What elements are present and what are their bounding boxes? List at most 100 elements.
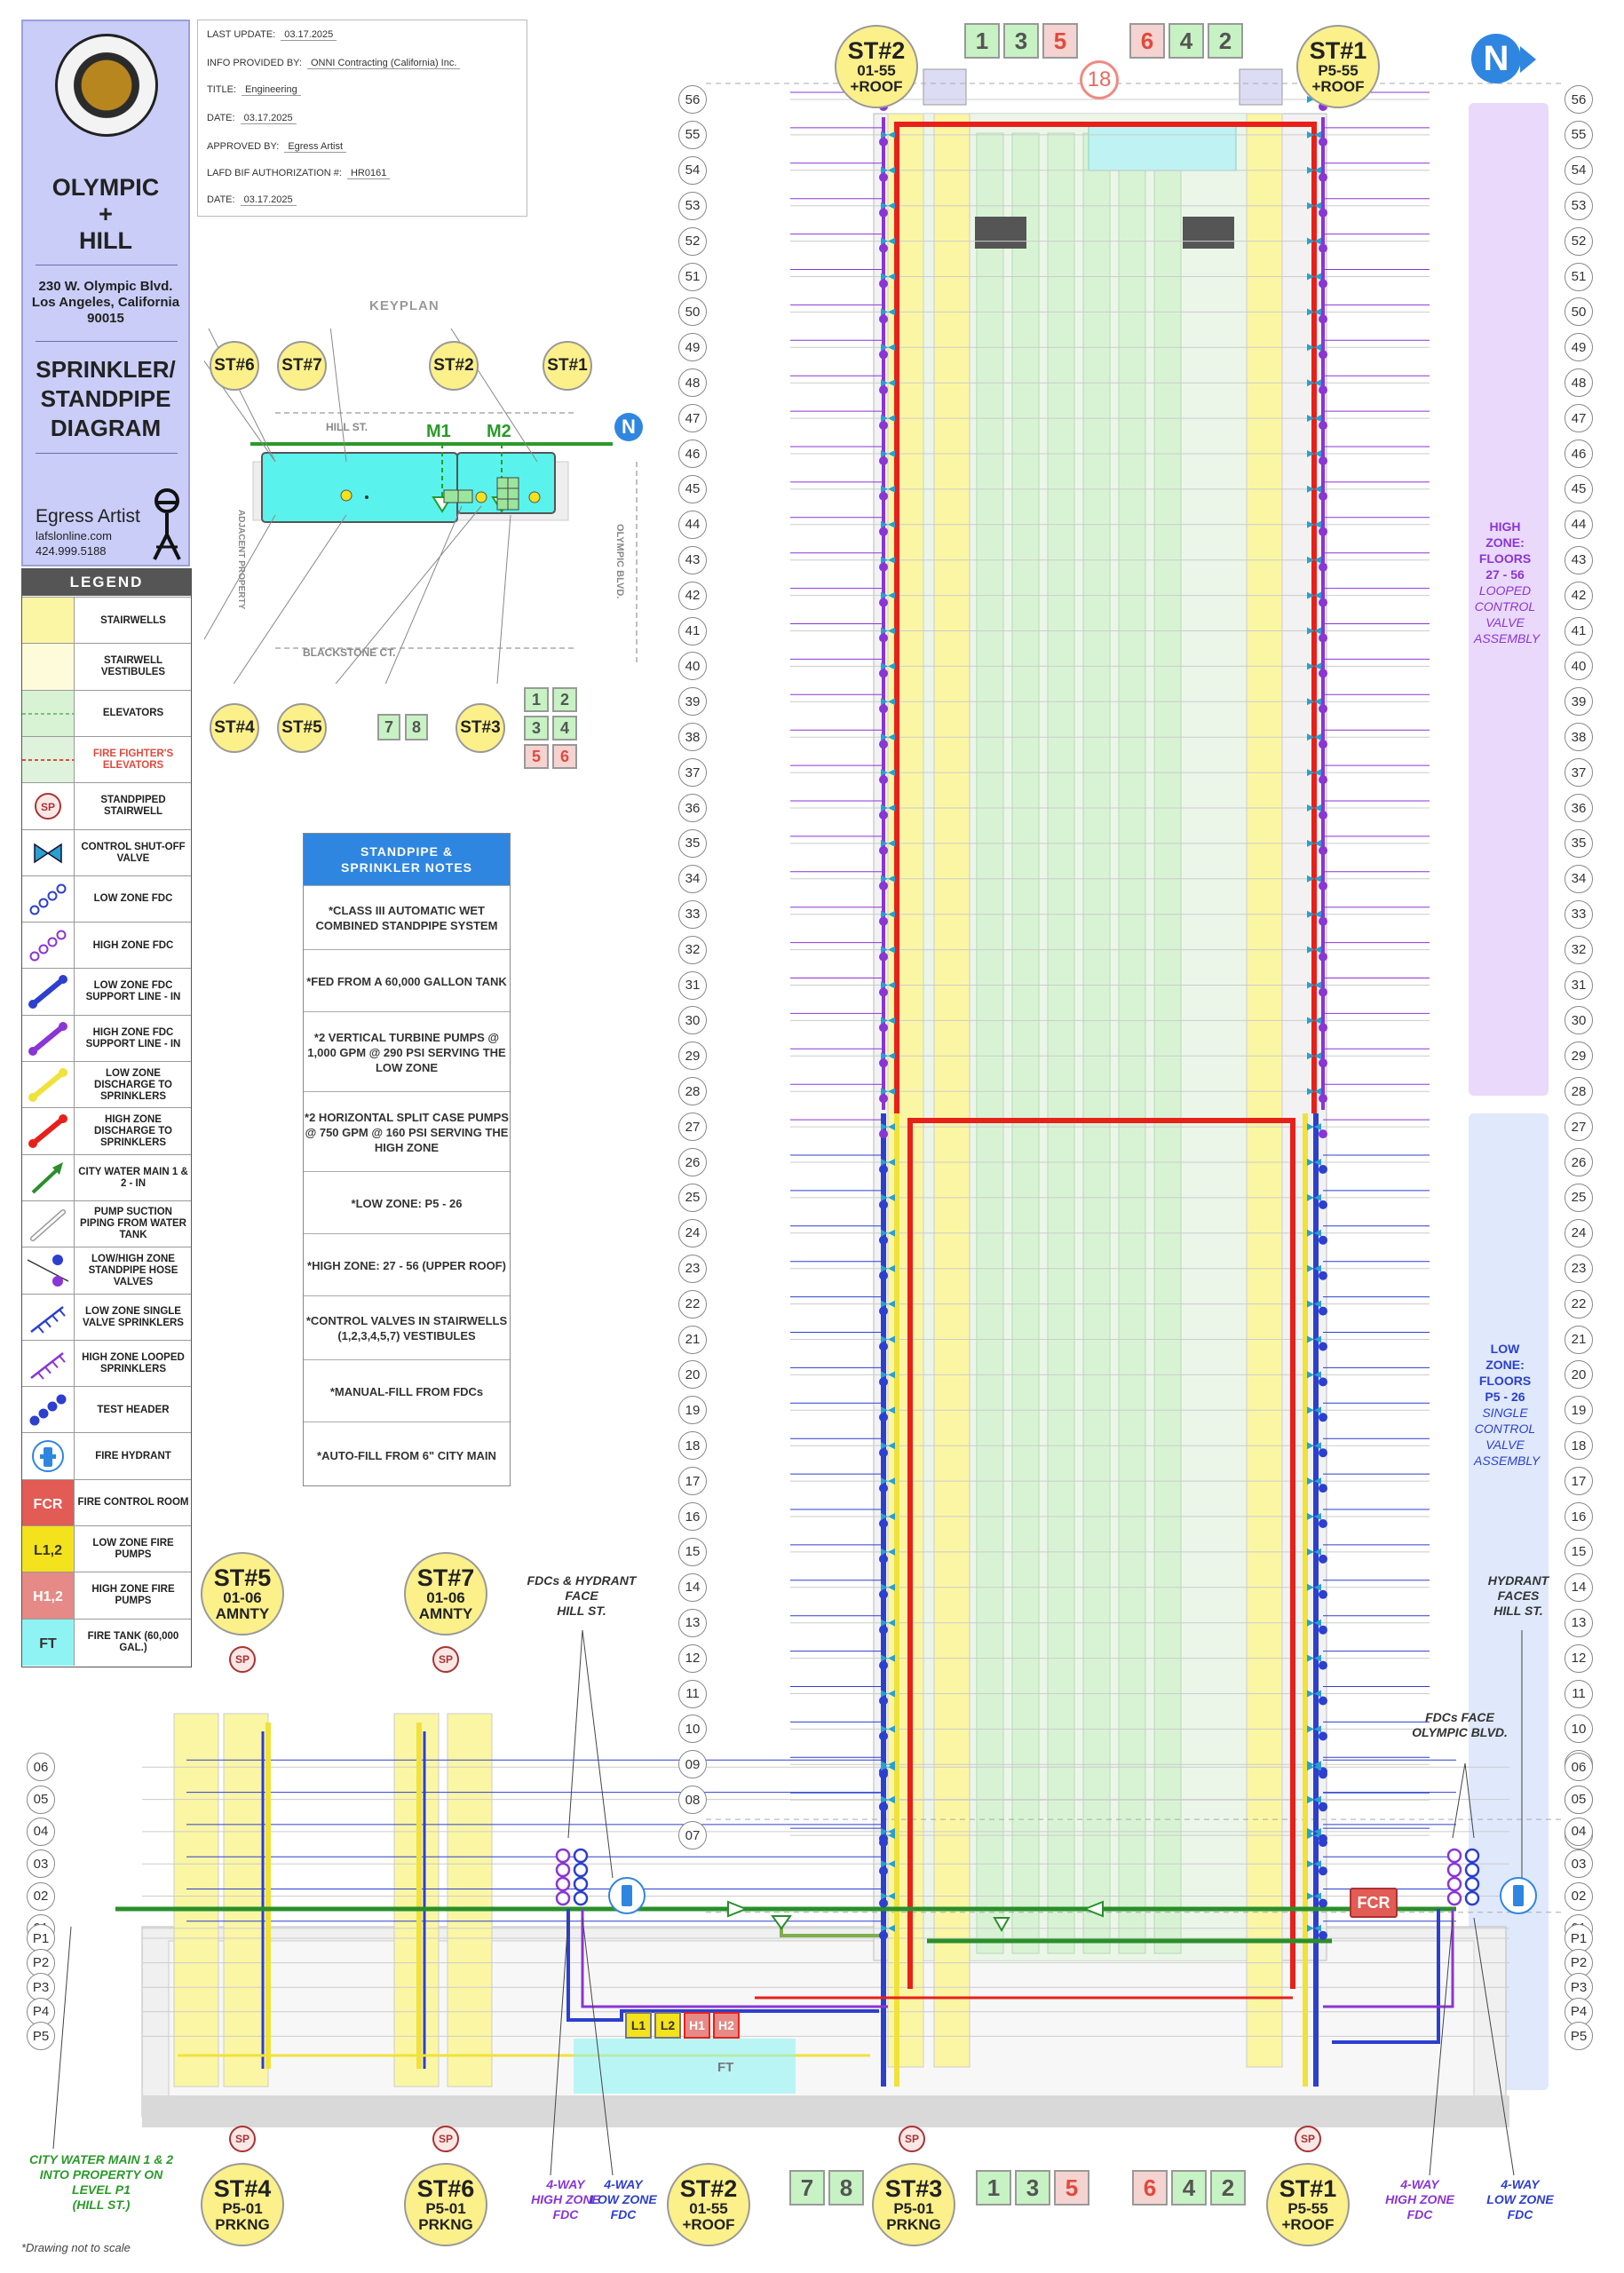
leader-line: [582, 1917, 614, 2176]
control-valve-icon: [1307, 981, 1314, 989]
level-badge-right: P2: [1565, 1948, 1593, 1977]
level-badge-left: 27: [678, 1113, 707, 1142]
standpiped-stair-icon: SP: [1295, 2126, 1321, 2152]
legend-item: LOW ZONE SINGLE VALVE SPRINKLERS: [22, 1293, 191, 1341]
high-support-line-icon: [22, 1015, 75, 1062]
zone-line: ZONE:: [1485, 535, 1525, 550]
stair-name: ST#5: [213, 1564, 272, 1591]
control-valve-icon: [1314, 875, 1321, 883]
control-valve-icon: [881, 1017, 888, 1025]
sprinkler-head-icon: [44, 1319, 51, 1327]
control-valve-icon: [888, 1052, 895, 1060]
callout-line: FDC: [1406, 2207, 1433, 2222]
level-badge-right: 11: [1565, 1679, 1593, 1708]
level-badge-right: 50: [1565, 297, 1593, 327]
tank-icon: FT: [22, 1619, 74, 1666]
control-valve-icon: [881, 1229, 888, 1237]
control-valve-icon: [881, 202, 888, 210]
egress-artist-logo-icon: [153, 488, 181, 560]
zone-line: ASSEMBLY: [1474, 1453, 1541, 1468]
note-item: *LOW ZONE: P5 - 26: [304, 1171, 510, 1234]
legend-item: TEST HEADER: [22, 1386, 191, 1434]
control-valve-icon: [888, 1690, 895, 1698]
callout-line: FACE: [565, 1588, 598, 1603]
high-fdc-icon: [29, 930, 67, 962]
level-badge-left: 22: [678, 1289, 707, 1319]
notes-title-line: STANDPIPE &: [360, 844, 454, 859]
level-badge-right: 39: [1565, 687, 1593, 717]
legend-title: LEGEND: [22, 569, 191, 596]
legend-item: HIGH ZONE FDC: [22, 922, 191, 970]
control-valve-icon: [881, 520, 888, 528]
level-badge-right: 03: [1565, 1849, 1593, 1879]
control-valve-icon: [1314, 627, 1321, 635]
level-badge-right: 32: [1565, 935, 1593, 964]
legend-label: HIGH ZONE LOOPED SPRINKLERS: [82, 1351, 185, 1374]
control-valve-icon: [1307, 839, 1314, 847]
legend-label: LOW ZONE FDC SUPPORT LINE - IN: [85, 980, 181, 1003]
level-badge-right: 47: [1565, 404, 1593, 433]
level-badge-left: 02: [27, 1881, 55, 1911]
fdc-outlet-icon: [555, 1890, 571, 1906]
control-valve-icon: [888, 1442, 895, 1450]
high-zone-fdc-line-olympic: [1323, 1909, 1454, 2008]
callout-line: HILL ST.: [557, 1604, 606, 1618]
level-badge-right: 04: [1565, 1817, 1593, 1846]
standpiped-stair-icon: SP: [229, 2126, 256, 2152]
legend-item: LOW/HIGH ZONE STANDPIPE HOSE VALVES: [22, 1247, 191, 1295]
control-valve-icon: [881, 308, 888, 316]
control-valve-icon: [888, 875, 895, 883]
stair-extra: PRKNG: [215, 2215, 270, 2233]
hose-valve-icon: [879, 916, 888, 926]
control-valve-icon: [888, 166, 895, 174]
control-valve-icon: [881, 379, 888, 387]
stair-floors: P5-55: [1318, 61, 1359, 79]
foundation: [142, 2095, 1509, 2127]
suction-pipe-icon: [22, 1200, 75, 1247]
main2-label: M2: [487, 422, 511, 441]
control-valve-icon: [1307, 520, 1314, 528]
sp-icon: SP: [35, 793, 61, 820]
keyplan-stair-st2: ST#2: [429, 341, 479, 391]
fdc-outlet-icon: [555, 1848, 571, 1864]
control-valve-icon: [888, 804, 895, 812]
divider: [36, 341, 178, 342]
control-valve-icon: [881, 946, 888, 954]
control-valve-icon: [881, 875, 888, 883]
hose-valve-icon: [879, 1306, 888, 1316]
control-valve-icon: [1307, 591, 1314, 599]
address-line: Los Angeles, California: [31, 295, 180, 310]
control-valve-icon: [1314, 804, 1321, 812]
hose-valve-icon: [1319, 1731, 1327, 1741]
level-badge-left: 24: [678, 1218, 707, 1247]
hose-valve-icon: [1319, 1413, 1327, 1422]
stair-floors: P5-01: [893, 2199, 934, 2217]
hose-valve-icon: [1319, 916, 1327, 926]
low-discharge-icon: [22, 1062, 75, 1108]
control-valve-icon: [1307, 1477, 1314, 1485]
control-valve-icon: [881, 1123, 888, 1131]
control-valve-icon: [888, 946, 895, 954]
control-valve-icon: [1314, 839, 1321, 847]
leader-line: [1464, 1762, 1475, 1839]
control-valve-icon: [1307, 1924, 1314, 1932]
callout-city-water: CITY WATER MAIN 1 & 2 INTO PROPERTY ON L…: [21, 2152, 181, 2213]
hydrant-icon: [32, 1440, 64, 1473]
tank-icon: [22, 1619, 74, 1666]
fdc-outlet-icon: [1464, 1890, 1480, 1906]
zone-line: ZONE:: [1485, 1358, 1525, 1372]
leader-line: [52, 1926, 72, 2150]
hose-valve-icon: [879, 1802, 888, 1811]
leader-line: [1429, 1917, 1454, 2176]
control-valve-icon: [888, 627, 895, 635]
keyplan-stair-st6: ST#6: [210, 341, 259, 391]
fdc-outlet-icon: [29, 905, 40, 915]
callout-line: HYDRANT: [1487, 1573, 1549, 1588]
high-pump-icon: [22, 1572, 74, 1620]
hose-valve-icon: [1319, 775, 1327, 785]
control-valve-icon: [881, 1300, 888, 1308]
